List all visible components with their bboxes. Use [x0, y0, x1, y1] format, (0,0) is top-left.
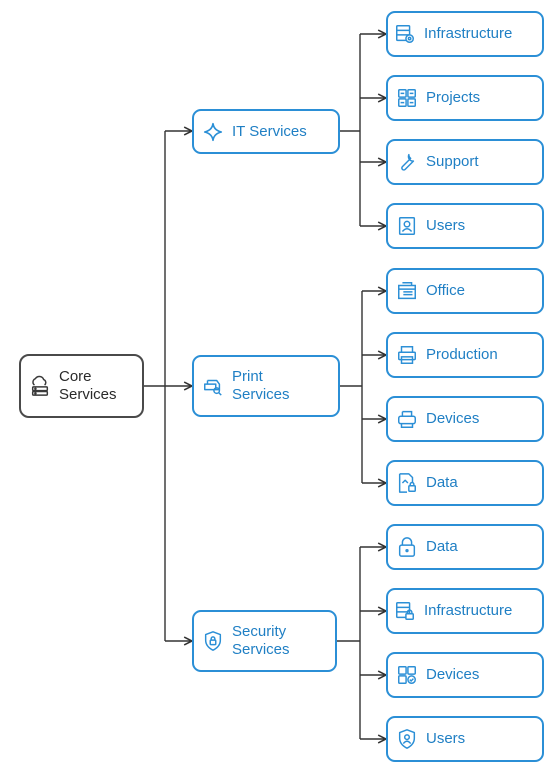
grid-apps-icon [396, 87, 418, 109]
it-users-label: Users [426, 217, 466, 234]
security-users-node[interactable]: Users [386, 716, 544, 762]
user-badge-icon [396, 215, 418, 237]
printer-device-icon [396, 408, 418, 430]
security-devices-label: Devices [426, 666, 480, 683]
it-projects-node[interactable]: Projects [386, 75, 544, 121]
security-data-node[interactable]: Data [386, 524, 544, 570]
it-users-node[interactable]: Users [386, 203, 544, 249]
print-office-label: Office [426, 282, 465, 299]
print-services-label: Print Services [232, 368, 290, 403]
cloud-server-icon [29, 375, 51, 397]
core-services-node[interactable]: Core Services [19, 354, 144, 418]
devices-check-icon [396, 664, 418, 686]
it-projects-label: Projects [426, 89, 481, 106]
print-office-node[interactable]: Office [386, 268, 544, 314]
print-production-label: Production [426, 346, 498, 363]
security-infrastructure-node[interactable]: Infrastructure [386, 588, 544, 634]
office-printer-icon [396, 280, 418, 302]
it-infrastructure-node[interactable]: Infrastructure [386, 11, 544, 57]
file-lock-icon [396, 472, 418, 494]
print-devices-label: Devices [426, 410, 480, 427]
user-shield-icon [396, 728, 418, 750]
print-data-node[interactable]: Data [386, 460, 544, 506]
it-support-label: Support [426, 153, 479, 170]
print-services-node[interactable]: Print Services [192, 355, 340, 417]
it-services-node[interactable]: IT Services [192, 109, 340, 154]
print-production-node[interactable]: Production [386, 332, 544, 378]
printer-search-icon [202, 375, 224, 397]
printer-icon [396, 344, 418, 366]
it-infrastructure-label: Infrastructure [424, 25, 513, 42]
it-support-node[interactable]: Support [386, 139, 544, 185]
server-lock-icon [394, 600, 416, 622]
security-services-label: Security Services [232, 623, 290, 658]
security-infrastructure-label: Infrastructure [424, 602, 513, 619]
print-data-label: Data [426, 474, 458, 491]
it-services-label: IT Services [232, 122, 307, 140]
security-services-node[interactable]: Security Services [192, 610, 337, 672]
diamond-network-icon [202, 121, 224, 143]
security-users-label: Users [426, 730, 466, 747]
server-cog-icon [394, 23, 416, 45]
core-services-label: Core Services [59, 368, 117, 403]
security-devices-node[interactable]: Devices [386, 652, 544, 698]
print-devices-node[interactable]: Devices [386, 396, 544, 442]
shield-lock-icon [202, 630, 224, 652]
padlock-icon [396, 536, 418, 558]
security-data-label: Data [426, 538, 458, 555]
wrench-icon [396, 151, 418, 173]
